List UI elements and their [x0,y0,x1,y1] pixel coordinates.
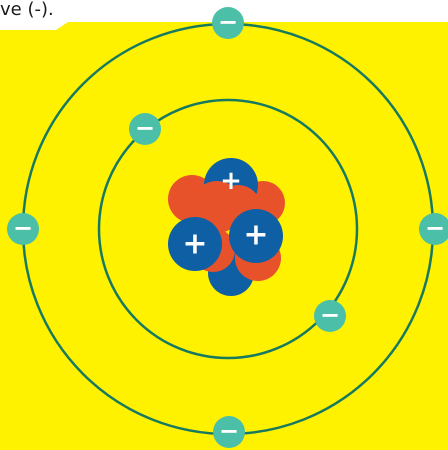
electron-sign: − [425,214,445,242]
electron-sign: − [320,301,340,329]
electron-sign: − [135,114,155,142]
electrons: − − − − − − [7,7,448,448]
nucleus: + + + [168,158,285,296]
proton [229,209,283,263]
electron-sign: − [219,417,239,445]
electron-inner-lower-right: − [314,300,346,332]
electron-top: − [212,7,244,39]
electron-left: − [7,213,39,245]
electron-sign: − [218,8,238,36]
proton [168,217,222,271]
electron-sign: − [13,214,33,242]
electron-bottom: − [213,416,245,448]
proton-sign: + [220,166,242,196]
proton-sign: + [182,227,207,262]
inner-orbit [97,98,359,360]
proton-sign: + [243,218,268,253]
caption-text: ve (-). [0,0,54,20]
electron-inner-upper-left: − [129,113,161,145]
electron-right: − [419,213,448,245]
